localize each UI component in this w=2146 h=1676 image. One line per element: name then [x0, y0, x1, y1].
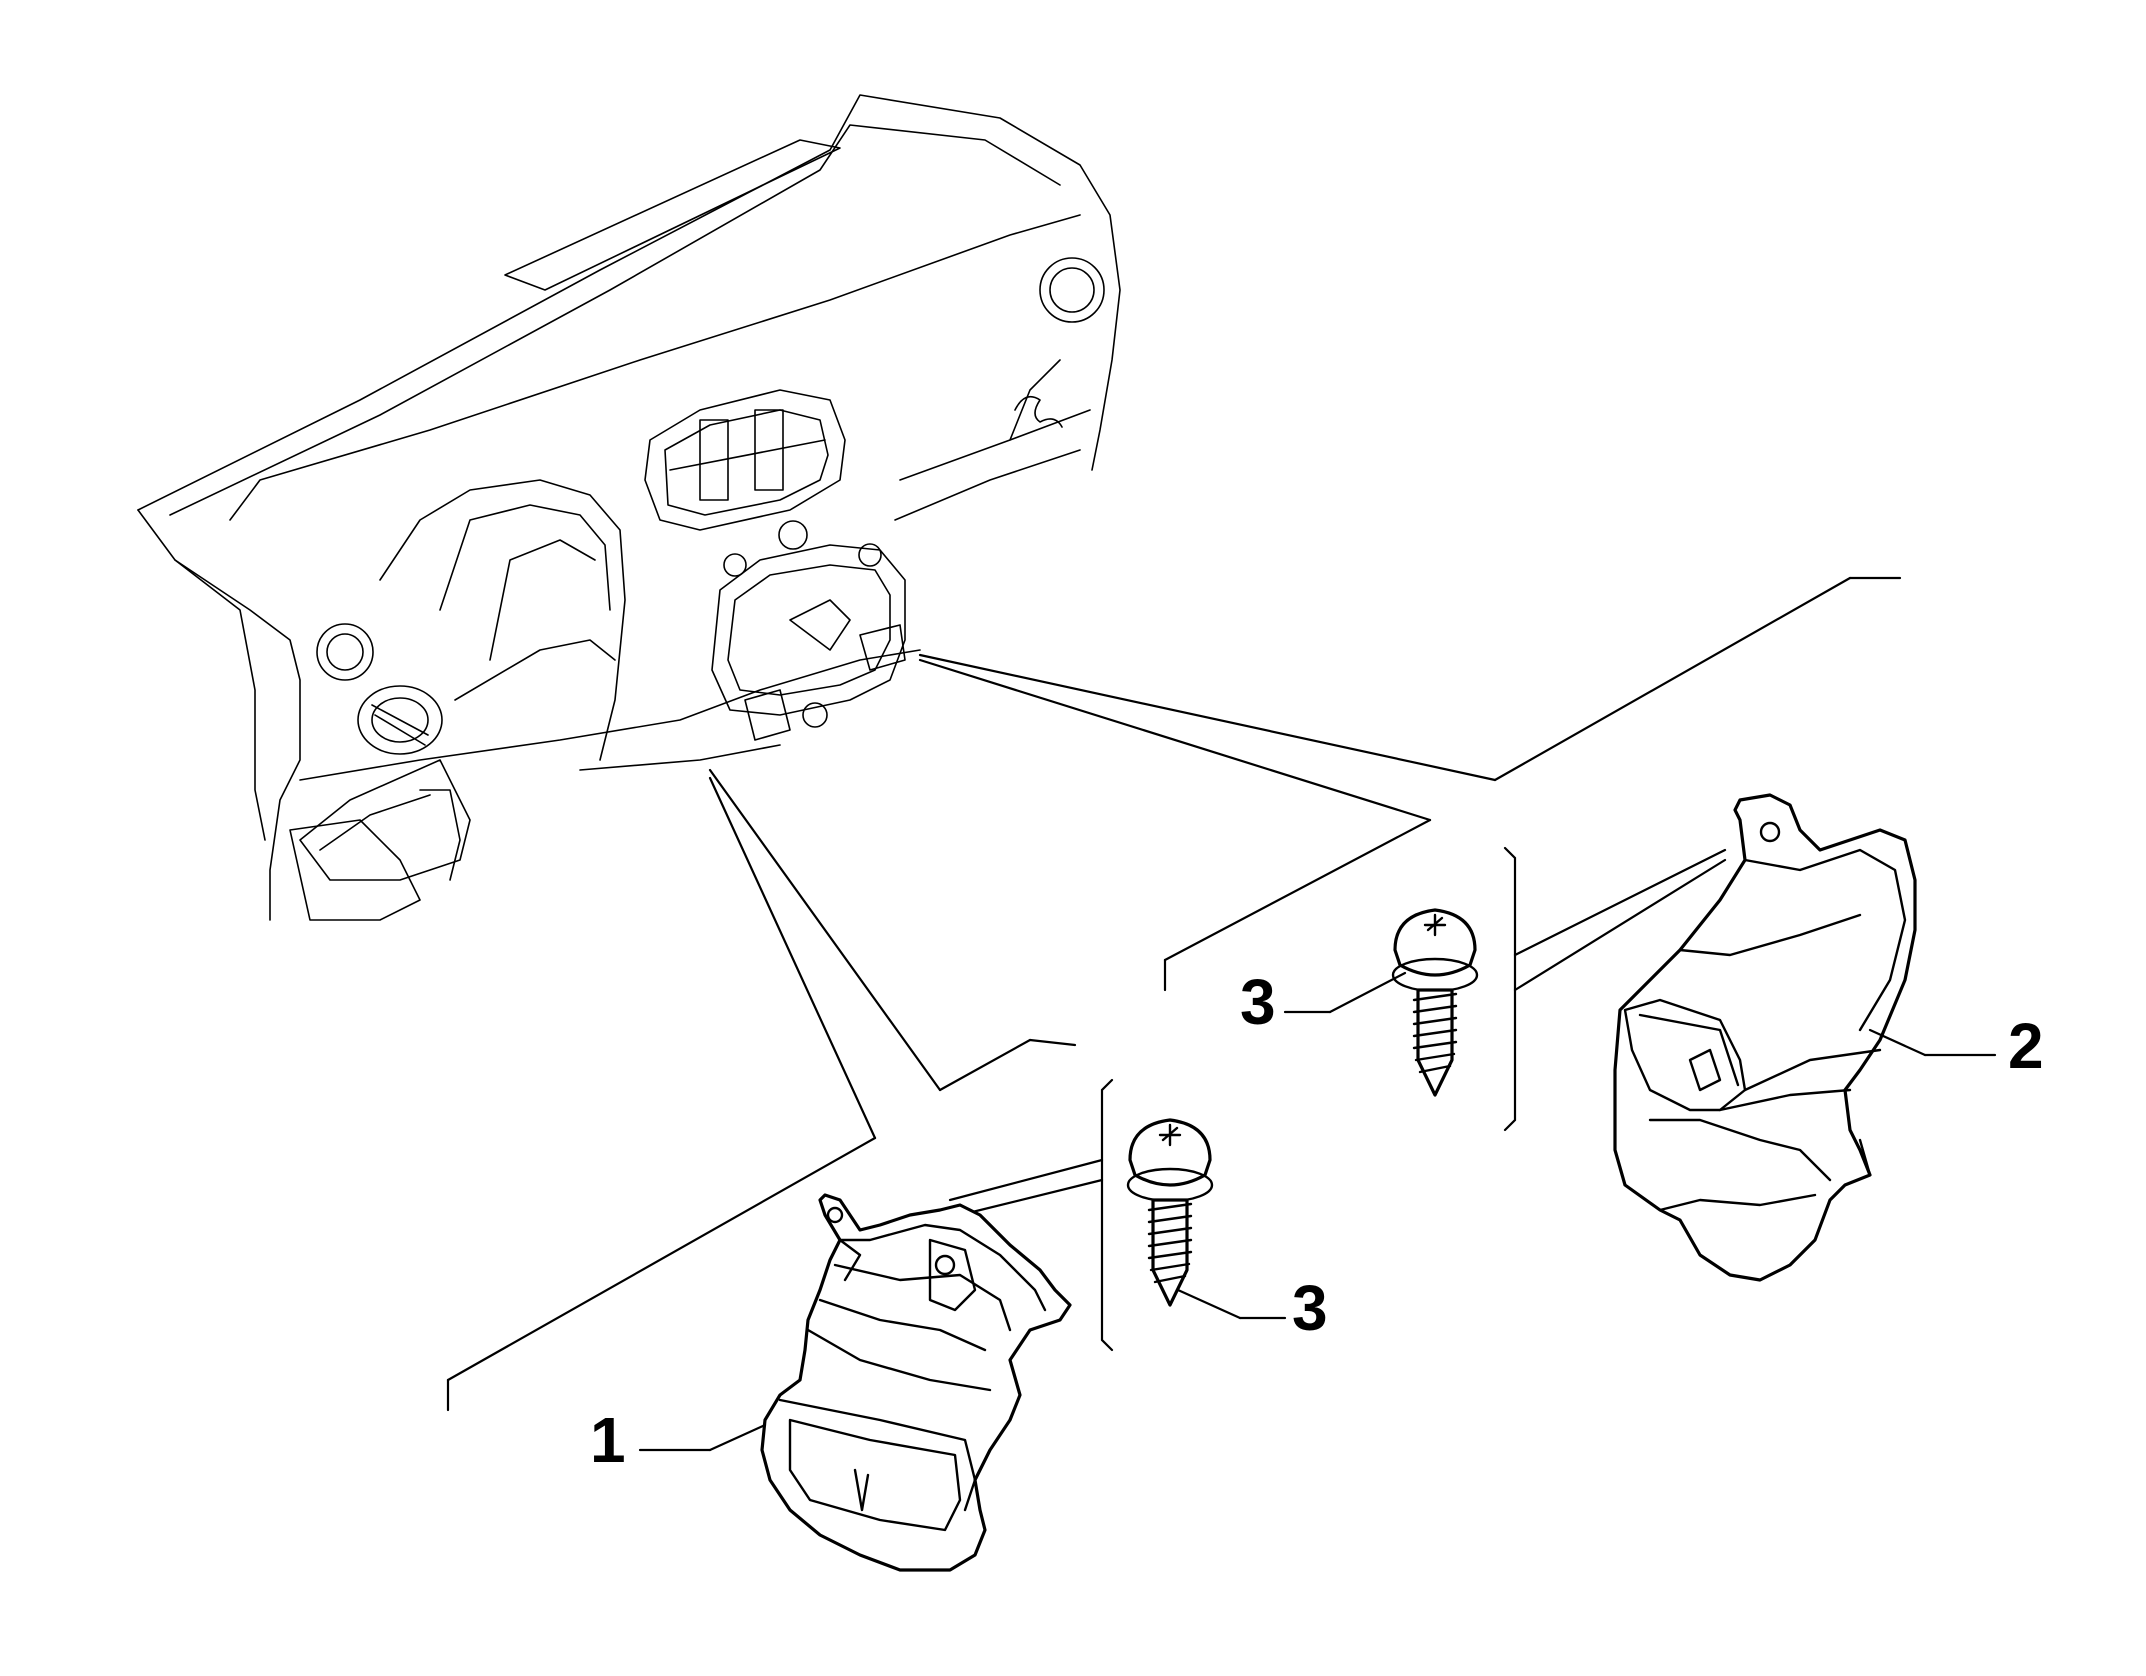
callout-part-2: 2 — [2008, 1010, 2044, 1082]
callout-part-1: 1 — [590, 1404, 626, 1476]
leader-lines — [446, 576, 1902, 1412]
dashboard-assembly — [137, 94, 1121, 921]
duct-part-2 — [1613, 793, 1917, 1282]
callout-part-3-lower: 3 — [1292, 1272, 1328, 1344]
screw-lower — [1126, 1118, 1214, 1307]
duct-part-1 — [760, 1193, 1072, 1572]
callout-lines — [638, 971, 1997, 1452]
callout-part-3-upper: 3 — [1240, 966, 1276, 1038]
screw-upper — [1391, 908, 1479, 1097]
